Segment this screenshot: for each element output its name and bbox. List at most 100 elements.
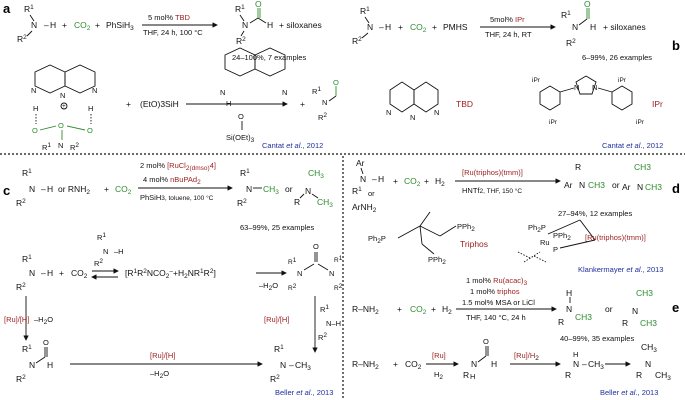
svg-text:H: H — [47, 268, 53, 278]
svg-text:CH3: CH3 — [263, 184, 279, 196]
svg-text:–: – — [582, 359, 587, 369]
svg-text:N: N — [305, 186, 311, 196]
svg-text:[R1R2NCO2–+H2NR1R2]: [R1R2NCO2–+H2NR1R2] — [125, 268, 216, 280]
svg-text:H: H — [50, 20, 56, 30]
svg-text:CH3: CH3 — [641, 342, 657, 354]
svg-text:O: O — [32, 126, 38, 135]
svg-text:R1: R1 — [288, 257, 297, 266]
svg-text:+: + — [95, 20, 100, 30]
svg-text:or: or — [368, 189, 375, 198]
svg-text:–: – — [41, 184, 46, 194]
svg-text:CO2: CO2 — [115, 184, 132, 196]
svg-text:R2: R2 — [318, 112, 327, 122]
svg-text:IPr: IPr — [652, 99, 663, 109]
svg-text:1.5 mol% MSA or LiCl: 1.5 mol% MSA or LiCl — [462, 298, 535, 307]
svg-text:–: – — [44, 20, 49, 30]
svg-text:CH3: CH3 — [575, 312, 592, 322]
svg-text:+: + — [59, 268, 64, 278]
svg-text:CH3: CH3 — [645, 182, 662, 192]
svg-text:H: H — [378, 174, 384, 184]
svg-text:Si(OEt)3: Si(OEt)3 — [226, 133, 255, 144]
panel-c-mechanism: R1 N – H R2 + CO2 R1 N –H R2 [R1R2NCO2–+… — [4, 232, 343, 397]
svg-text:H: H — [47, 184, 53, 194]
svg-text:N: N — [242, 20, 248, 30]
svg-text:+: + — [126, 99, 131, 109]
svg-text:N: N — [246, 184, 252, 194]
svg-text:Cantat et al., 2012: Cantat et al., 2012 — [602, 141, 663, 150]
svg-text:N: N — [574, 83, 579, 92]
svg-text:H: H — [566, 288, 572, 298]
svg-text:[Ru]/H2: [Ru]/H2 — [514, 351, 539, 362]
svg-text:Beller et al., 2013: Beller et al., 2013 — [600, 388, 658, 397]
svg-text:CO2: CO2 — [71, 268, 88, 280]
svg-text:1 mol% triphos: 1 mol% triphos — [470, 287, 520, 296]
svg-text:CH3: CH3 — [308, 168, 324, 180]
svg-text:R1: R1 — [561, 10, 571, 20]
svg-text:R1: R1 — [240, 168, 250, 178]
panel-label-c: c — [3, 183, 10, 198]
svg-text:N: N — [29, 268, 35, 278]
panel-a-equation: R1 N – H R2 + CO2 + PhSiH3 5 mol% TBD TH… — [17, 0, 322, 62]
svg-text:R: R — [575, 162, 581, 172]
svg-text:O: O — [483, 337, 489, 346]
svg-text:R2: R2 — [236, 36, 246, 46]
svg-text:O: O — [255, 0, 262, 9]
svg-text:CO2: CO2 — [410, 22, 427, 34]
svg-text:Cantat et al., 2012: Cantat et al., 2012 — [262, 141, 323, 150]
svg-text:+: + — [424, 176, 429, 186]
svg-text:R1: R1 — [97, 232, 106, 242]
svg-text:N: N — [572, 22, 578, 32]
svg-text:6–99%, 26 examples: 6–99%, 26 examples — [582, 53, 652, 62]
svg-text:H2: H2 — [442, 304, 452, 316]
svg-text:PhSiH3, toluene, 100 °C: PhSiH3, toluene, 100 °C — [140, 193, 214, 202]
svg-text:Ru: Ru — [540, 238, 550, 247]
panel-c-equation: R1 N – H R2 or RNH2 + CO2 2 mol% [RuCl2(… — [16, 161, 333, 232]
svg-text:N: N — [566, 304, 572, 314]
svg-text:R1: R1 — [334, 255, 343, 264]
svg-text:–H2O: –H2O — [150, 369, 169, 380]
svg-text:R2: R2 — [16, 374, 26, 384]
svg-text:24–100%, 7 examples: 24–100%, 7 examples — [232, 53, 306, 62]
svg-text:+: + — [393, 176, 398, 186]
svg-text:H2: H2 — [434, 370, 443, 381]
svg-text:R1: R1 — [24, 4, 34, 14]
svg-text:or: or — [285, 184, 293, 194]
svg-text:H: H — [267, 20, 273, 30]
svg-text:+: + — [62, 103, 66, 110]
svg-text:iPr: iPr — [549, 119, 558, 126]
svg-text:R1: R1 — [274, 344, 284, 354]
svg-text:O: O — [43, 338, 49, 347]
svg-text:N: N — [92, 86, 97, 95]
svg-text:N: N — [386, 108, 391, 117]
svg-text:N: N — [297, 269, 302, 278]
panel-e-sequence: R–NH2 + CO2 [Ru] H2 R N H O H [Ru]/H2 R … — [352, 337, 671, 397]
svg-text:R1: R1 — [312, 86, 321, 96]
svg-text:4 mol% nBuPAd2: 4 mol% nBuPAd2 — [143, 175, 201, 186]
svg-text:+: + — [104, 184, 109, 194]
svg-text:N: N — [410, 113, 415, 122]
svg-text:+ siloxanes: + siloxanes — [603, 22, 646, 32]
svg-text:–: – — [372, 174, 377, 184]
svg-text:–H2O: –H2O — [259, 281, 278, 292]
svg-text:O: O — [313, 242, 319, 251]
svg-text:Ar: Ar — [622, 182, 631, 192]
svg-text:iPr: iPr — [532, 77, 541, 84]
svg-text:O: O — [584, 0, 591, 9]
svg-text:N: N — [434, 108, 439, 117]
svg-text:40–99%, 35 examples: 40–99%, 35 examples — [560, 334, 634, 343]
svg-text:N: N — [471, 359, 477, 369]
svg-text:N: N — [29, 184, 35, 194]
svg-text:O: O — [238, 112, 244, 121]
svg-text:Ph2P: Ph2P — [368, 234, 386, 245]
svg-text:+: + — [398, 22, 403, 32]
svg-text:[Ru]/[H]: [Ru]/[H] — [4, 315, 29, 324]
svg-text:P: P — [553, 245, 558, 254]
panel-b-structures: N N N TBD N N iPr iPr iPr iPr IPr Cantat… — [386, 75, 663, 150]
svg-text:+: + — [393, 359, 398, 369]
svg-text:63–99%, 25 examples: 63–99%, 25 examples — [240, 223, 314, 232]
panel-d-structures: Ph2P PPh2 PPh2 Triphos Ph2P Ru PPh2 P [R… — [368, 211, 663, 274]
svg-text:+: + — [431, 304, 436, 314]
svg-text:CH3: CH3 — [636, 288, 653, 298]
svg-text:R1: R1 — [352, 186, 362, 196]
svg-text:HNTf2, THF, 150 °C: HNTf2, THF, 150 °C — [462, 186, 522, 195]
